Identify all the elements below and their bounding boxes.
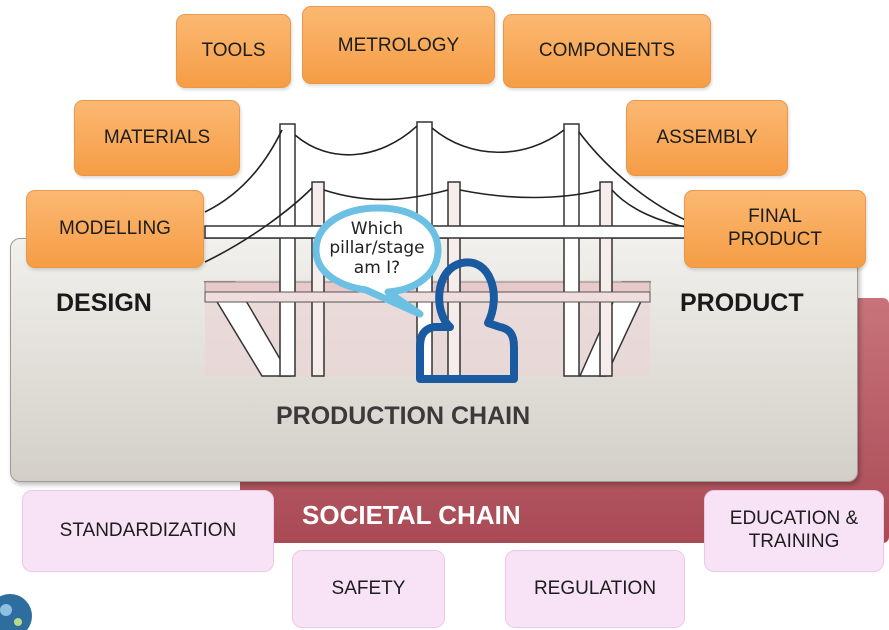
speech-bubble-icon: [312, 204, 442, 318]
secondary-deck: [204, 291, 651, 303]
pillar: [599, 181, 613, 377]
societal-chain-label: SOCIETAL CHAIN: [302, 500, 521, 530]
societal-standardization: STANDARDIZATION: [22, 490, 274, 572]
pillar: [279, 123, 296, 377]
product-label: PRODUCT: [680, 289, 804, 317]
stage-components: COMPONENTS: [503, 14, 711, 88]
societal-regulation: REGULATION: [505, 550, 685, 628]
design-label: DESIGN: [56, 289, 152, 317]
pillar: [563, 123, 580, 377]
stage-assembly: ASSEMBLY: [626, 100, 788, 176]
societal-education-training: EDUCATION & TRAINING: [704, 490, 884, 572]
stage-metrology: METROLOGY: [302, 6, 495, 84]
production-chain-label: PRODUCTION CHAIN: [276, 402, 531, 430]
suspension-cables: [204, 125, 691, 263]
stage-materials: MATERIALS: [74, 100, 240, 176]
stage-final-product: FINAL PRODUCT: [684, 190, 866, 268]
stage-modelling: MODELLING: [26, 190, 204, 268]
logo-icon: [0, 594, 32, 630]
person-icon: [416, 258, 518, 383]
stage-tools: TOOLS: [176, 14, 291, 88]
societal-safety: SAFETY: [292, 550, 445, 628]
speech-bubble-text: Which pillar/stage am I?: [329, 218, 425, 278]
